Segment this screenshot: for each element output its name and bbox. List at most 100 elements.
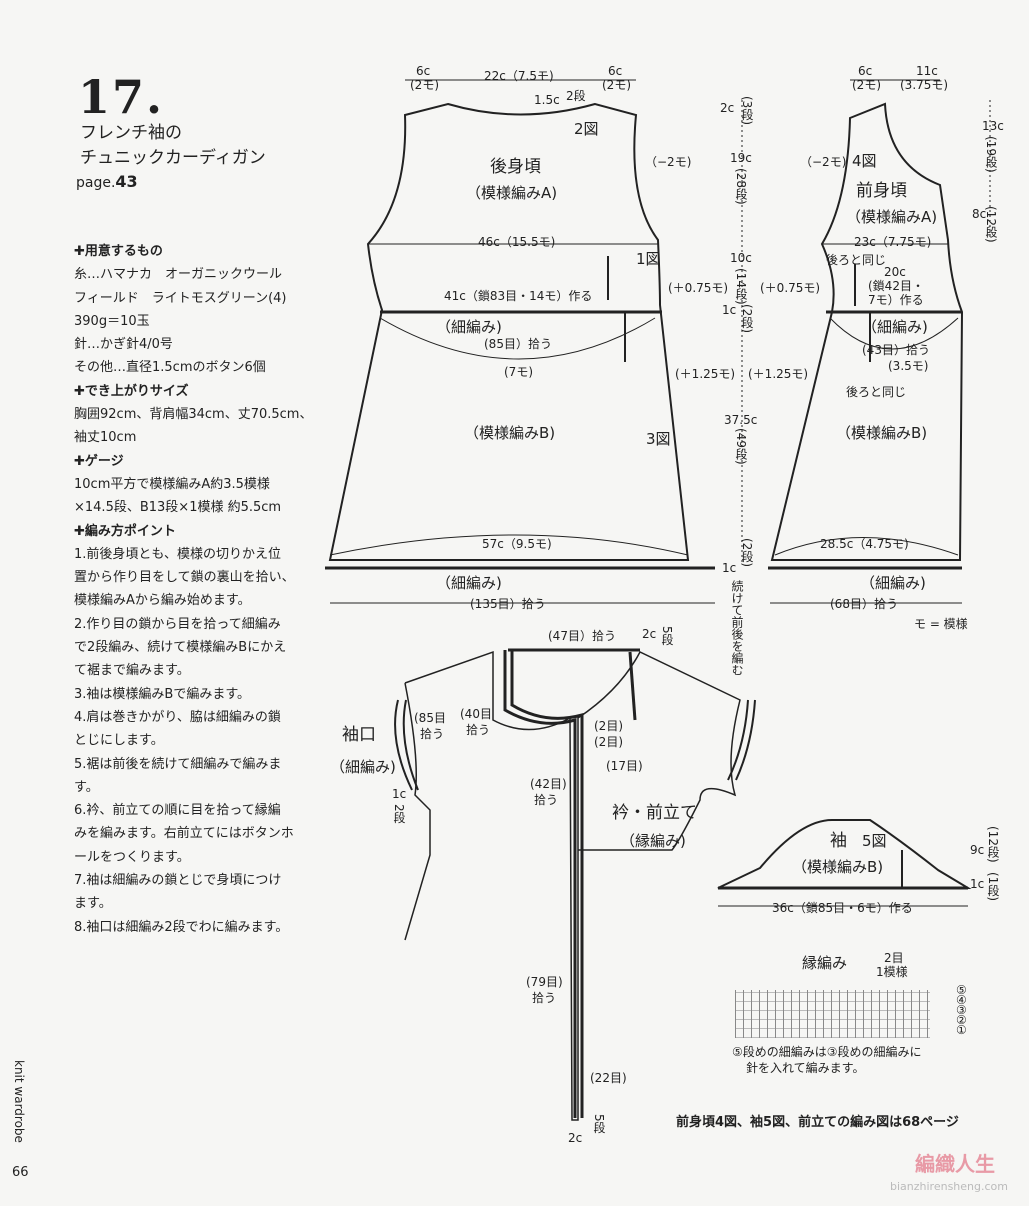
instruction-heading: ✚ゲージ	[74, 453, 124, 469]
watermark-url: bianzhirensheng.com	[890, 1180, 1008, 1193]
instruction-line: 胸囲92cm、背肩幅34cm、丈70.5cm、	[74, 407, 313, 423]
neck-band	[503, 650, 584, 1118]
collar-title: 衿・前立て	[612, 803, 697, 823]
instruction-heading: ✚編み方ポイント	[74, 523, 176, 539]
asm-2m1: (2目)	[594, 719, 623, 733]
instruction-line: 7.袖は細編みの鎖とじで身頃につけ	[74, 873, 282, 889]
asm-2m2: (2目)	[594, 735, 623, 749]
asm-85: (85目	[414, 711, 446, 725]
v-2dan-b: (2段)	[740, 538, 754, 567]
instruction-line: みを編みます。右前立てにはボタンホ	[74, 826, 294, 842]
instruction-line: 8.袖口は細編み2段でわに編みます。	[74, 919, 289, 935]
v-5dan: 5段	[660, 626, 674, 646]
arc-back-pick	[379, 317, 656, 360]
front-hem-hosoami: （細編み)	[860, 574, 926, 592]
v-19dan: (19段)	[984, 136, 998, 173]
dim-c-19c: 19c	[730, 151, 752, 165]
v-2dan: (2段)	[740, 304, 754, 333]
cuff-1c: 1c	[392, 787, 406, 801]
back-pattern-b: （模様編みB)	[464, 424, 555, 442]
instruction-heading: ✚でき上がりサイズ	[74, 383, 189, 399]
dim-plus125: (＋1.25モ)	[675, 367, 735, 381]
v-49dan: (49段)	[734, 428, 748, 465]
edge-row1: ①	[956, 1023, 967, 1037]
dim-c-2c: 2c	[720, 101, 734, 115]
dim-front-same2: 後ろと同じ	[846, 385, 906, 399]
dim-front-43: (43目）拾う	[862, 342, 930, 357]
asm-17: (17目)	[606, 759, 643, 773]
back-body-outline	[328, 102, 690, 561]
dim-r-8c: 8c	[972, 207, 986, 221]
instruction-line: その他…直径1.5cmのボタン6個	[74, 360, 266, 376]
front-body-outline	[770, 102, 964, 561]
sleeve-1c: 1c	[970, 877, 984, 891]
edging-note1: ⑤段めの細編みは③段めの細編みに	[732, 1044, 922, 1059]
instruction-line: 針…かぎ針4/0号	[74, 337, 173, 353]
dim-front-42: (鎖42目・	[868, 278, 924, 293]
footer-note: 前身頃4図、袖5図、前立ての編み図は68ページ	[676, 1114, 959, 1130]
dim-7mo: (7モ)	[504, 365, 533, 379]
asm-40: (40目	[460, 707, 492, 721]
instruction-line: 390g＝10玉	[74, 313, 150, 329]
instruction-line: 糸…ハマナカ オーガニックウール	[74, 267, 283, 283]
dim-front-plus125: (＋1.25モ)	[748, 367, 808, 381]
asm-42: (42目)	[530, 777, 567, 791]
asm-79: (79目)	[526, 975, 563, 989]
cuff-left	[394, 699, 419, 791]
edging-title: 縁編み	[802, 954, 847, 972]
cuff-title: 袖口	[342, 725, 376, 745]
dim-front-6c: 6c	[858, 64, 872, 78]
instruction-line: て裾まで編みます。	[74, 663, 190, 679]
asm-2c: 2c	[642, 627, 656, 641]
instruction-line: 2.作り目の鎖から目を拾って細編み	[74, 616, 281, 632]
dim-minus2: （−2モ)	[645, 155, 691, 169]
asm-47: (47目）拾う	[548, 628, 616, 643]
pattern-number: 17.	[78, 70, 165, 124]
pattern-title-line2: チュニックカーディガン	[80, 148, 266, 168]
dim-6c-right: 6c	[608, 64, 622, 78]
dim-41c: 41c（鎖83目・14モ）作る	[444, 288, 592, 303]
v-3dan: (3段)	[740, 96, 754, 125]
continue-note: 続けて前後を編む	[730, 580, 744, 676]
front-pattern-b: （模様編みB)	[836, 424, 927, 442]
dim-85: (85目）拾う	[484, 336, 552, 351]
dim-c-1c-b: 1c	[722, 561, 736, 575]
back-hem-hosoami: （細編み)	[436, 574, 502, 592]
asm-85b: 拾う	[420, 726, 444, 741]
fig5-label: 5図	[862, 832, 887, 850]
edging-note2: 針を入れて編みます。	[746, 1060, 864, 1075]
dim-r-13c: 13c	[982, 119, 1004, 133]
sleeve-title: 袖	[830, 831, 847, 851]
front-pattern-a: （模様編みA)	[846, 208, 937, 226]
dim-c-10c: 10c	[730, 251, 752, 265]
edge-row5: ⑤	[956, 983, 967, 997]
page-number: 66	[12, 1165, 29, 1180]
sleeve-outline	[717, 819, 972, 889]
cuff-right	[727, 699, 756, 781]
arc-back-hem	[329, 534, 689, 556]
dim-front-35: (3.5モ)	[888, 359, 928, 373]
instruction-line: で2段編み、続けて模様編みBにかえ	[74, 640, 287, 656]
dim-2dan: 2段	[566, 88, 586, 103]
dim-front-minus2: （−2モ)	[800, 155, 846, 169]
arc-front-pick	[829, 317, 959, 350]
pattern-title-line1: フレンチ袖の	[80, 123, 182, 143]
back-title: 後身頃	[490, 157, 541, 177]
instruction-line: ます。	[74, 896, 112, 912]
instruction-heading: ✚用意するもの	[74, 244, 163, 259]
dim-c-37-5c: 37.5c	[724, 413, 757, 427]
dim-front-7mo: 7モ）作る	[868, 293, 924, 307]
dim-front-same: 後ろと同じ	[826, 253, 886, 267]
dim-front-2mo: (2モ)	[852, 78, 881, 92]
instruction-line: とじにします。	[74, 733, 164, 749]
mo-note: モ = 模様	[914, 617, 968, 631]
front-hosoami: （細編み)	[862, 318, 928, 336]
asm-40b: 拾う	[466, 722, 490, 737]
instruction-line: す。	[74, 779, 99, 795]
v-1dan: (1段)	[986, 872, 1000, 901]
v-14dan: (14段)	[734, 268, 748, 305]
dim-front-23c: 23c（7.75モ)	[854, 235, 931, 249]
sleeve-pattern: （模様編みB)	[792, 858, 883, 876]
cardigan-outline	[404, 650, 741, 1121]
instruction-line: ×14.5段、B13段×1模様 約5.5cm	[74, 500, 282, 516]
